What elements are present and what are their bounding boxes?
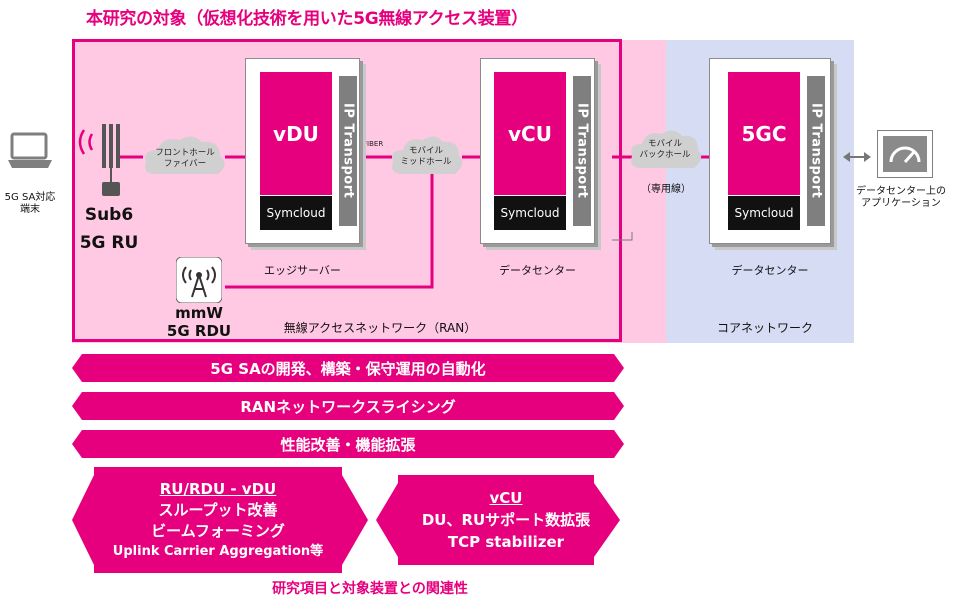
datacenter-app-label: データセンター上の アプリケーション [856,186,946,209]
bar-shape-slicing [72,392,624,420]
vcu-ip-transport: IP Transport [573,76,591,226]
vdu-ip-transport: IP Transport [339,76,357,226]
diagram-title: 本研究の対象（仮想化技術を用いた5G無線アクセス装置） [86,9,528,29]
dedicated-line-label: （専用線） [641,184,691,195]
ru-vdu-heading: RU/RDU - vDU [159,480,277,498]
ru-vdu-item: スループット改善 [158,501,278,519]
ru-vdu-item: ビームフォーミング [151,522,285,540]
fronthaul-label: フロントホール ファイバー [155,148,215,169]
ru-vdu-item: Uplink Carrier Aggregation等 [112,544,324,559]
vcu-heading: vCU [489,489,523,507]
research-bars [72,354,624,458]
research-target-frame [72,39,622,342]
application-gauge-icon [877,130,933,178]
rdu-label: 5G RDU [166,322,232,340]
ru-vdu-items: RU/RDU - vDU スループット改善 ビームフォーミング Uplink C… [98,472,338,568]
vcu-items: vCU DU、RUサポート数拡張 TCP stabilizer [400,478,612,562]
arrow-shape-ru-vdu [72,467,368,573]
vdu-symcloud-block: Symcloud [260,196,332,230]
edge-server-label: エッジサーバー [264,264,341,277]
ru-label: 5G RU [79,233,139,253]
terminal-label: 5G SA対応 端末 [4,192,56,215]
bar-automation-label: 5G SAの開発、構築・保守運用の自動化 [210,359,486,378]
vcu-backhaul-arrow [612,232,633,241]
fronthaul-cloud-icon [145,136,225,174]
radio-unit-icon [78,124,120,196]
5gc-ip-transport: IP Transport [807,76,825,226]
footer-caption: 研究項目と対象装置との関連性 [272,581,468,597]
bar-shape-automation [72,354,624,382]
research-item-arrows [72,467,620,573]
core-datacenter-label: データセンター [731,264,809,277]
5gc-block: 5GC [728,72,800,195]
vdu-block: vDU [260,72,332,195]
vcu-datacenter-label: データセンター [499,264,576,277]
5gc-symcloud-block: Symcloud [728,196,800,230]
bar-performance-label: 性能改善・機能拡張 [280,435,416,454]
fiber-label: FIBER [363,140,384,148]
bar-shape-performance [72,430,624,458]
vcu-item: DU、RUサポート数拡張 [421,511,591,529]
ran-label: 無線アクセスネットワーク（RAN） [283,321,477,335]
vcu-block: vCU [494,72,566,195]
core-network-label: コアネットワーク [716,321,813,335]
vcu-item: TCP stabilizer [447,533,565,551]
arrow-shape-vcu [376,475,620,565]
laptop-icon [8,132,52,168]
mmw-label: mmW [175,304,223,322]
backhaul-cloud-icon [631,130,702,168]
bar-slicing-label: RANネットワークスライシング [240,397,456,416]
midhaul-label: モバイル ミッドホール [400,146,452,167]
midhaul-cloud-icon [392,136,463,174]
rdu-midhaul-link [225,165,434,289]
radio-distributed-unit-icon [176,257,222,303]
vcu-symcloud-block: Symcloud [494,196,566,230]
backhaul-label: モバイル バックホール [639,139,691,160]
sub6-label: Sub6 [84,205,134,225]
